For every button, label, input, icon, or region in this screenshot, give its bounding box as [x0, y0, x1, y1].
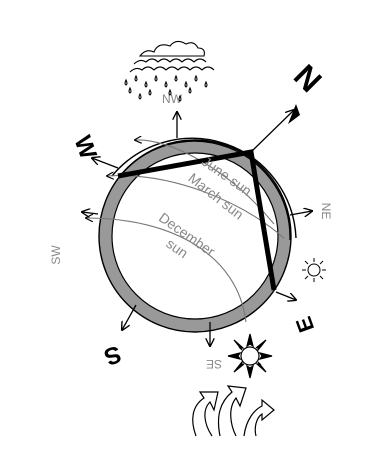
- rain-cloud-icon: [125, 41, 214, 101]
- label-west: W: [68, 132, 101, 163]
- label-south: S: [100, 340, 124, 371]
- label-northeast: NE: [319, 203, 333, 220]
- label-north: N: [287, 57, 329, 99]
- label-southwest: SW: [49, 245, 63, 265]
- label-southeast: SE: [206, 357, 222, 371]
- wind-icon: [193, 386, 274, 436]
- label-east: E: [291, 313, 320, 335]
- large-sun-icon: [228, 334, 272, 378]
- small-sun-icon: [302, 258, 326, 282]
